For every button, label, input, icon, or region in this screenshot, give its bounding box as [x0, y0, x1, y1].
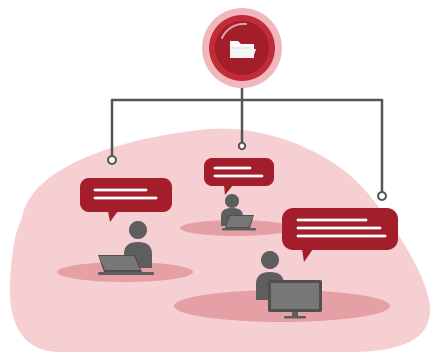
hub: [202, 8, 282, 88]
right-person-head: [261, 251, 279, 269]
left-chat-bubble: [80, 178, 172, 222]
user-with-laptop-icon: [98, 221, 154, 275]
middle-chat-bubble: [204, 158, 274, 195]
right-chat-bubble: [282, 208, 398, 262]
connector-lines: [110, 78, 384, 194]
right-connector-node: [377, 191, 387, 201]
left-connector-node: [107, 155, 117, 165]
middle-person-head: [225, 194, 239, 208]
middle-connector-node: [237, 141, 247, 151]
folder-icon: [230, 41, 256, 58]
user-with-monitor-icon: [256, 251, 322, 319]
hub-highlight: [221, 22, 247, 39]
user-with-laptop-icon: [221, 194, 256, 231]
left-person-head: [129, 221, 147, 239]
